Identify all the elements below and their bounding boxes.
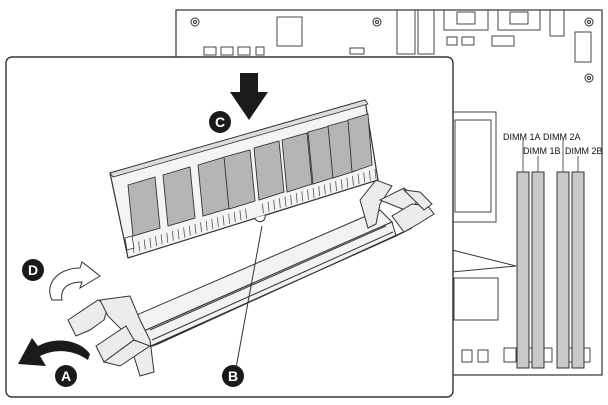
contact-pin bbox=[200, 222, 202, 233]
contact-pin bbox=[188, 225, 191, 236]
contact-pin bbox=[267, 201, 270, 212]
contact-pin bbox=[352, 175, 354, 186]
callout-b: B bbox=[222, 365, 244, 387]
module-notch bbox=[254, 214, 266, 223]
leader-line-b bbox=[235, 225, 263, 369]
contact-pin bbox=[155, 236, 157, 247]
contact-pin bbox=[329, 182, 332, 193]
contact-pin bbox=[228, 213, 231, 224]
board-dimm-slots bbox=[516, 140, 585, 369]
callout-c: C bbox=[209, 111, 231, 133]
board-dimm-slot-1a bbox=[516, 171, 530, 369]
contact-pin bbox=[284, 196, 287, 207]
arrow-down bbox=[230, 73, 268, 120]
contact-pin bbox=[346, 177, 349, 188]
contact-pin bbox=[363, 172, 366, 183]
contact-pin bbox=[239, 210, 242, 221]
contact-pin bbox=[143, 239, 146, 250]
contact-pin bbox=[318, 186, 321, 197]
contact-pin bbox=[183, 227, 186, 238]
contact-pin bbox=[166, 232, 169, 243]
contact-pin bbox=[368, 170, 371, 181]
callout-d: D bbox=[22, 259, 44, 281]
contact-pin bbox=[307, 189, 309, 200]
detail-inset bbox=[5, 56, 454, 398]
label-dimm-1a: DIMM 1A bbox=[503, 132, 541, 142]
contact-pin bbox=[245, 208, 247, 219]
contact-pin bbox=[233, 211, 236, 223]
callout-c-label: C bbox=[215, 114, 225, 130]
contact-pin bbox=[273, 199, 276, 211]
board-dimm-slot-1b bbox=[531, 171, 545, 369]
callout-a: A bbox=[55, 365, 77, 387]
contact-pin bbox=[262, 203, 264, 214]
memory-chips bbox=[127, 113, 373, 237]
contact-pin bbox=[222, 215, 225, 226]
callout-d-label: D bbox=[28, 262, 38, 278]
callout-b-label: B bbox=[228, 368, 238, 384]
contact-pin bbox=[335, 181, 338, 192]
contact-pins bbox=[132, 168, 377, 254]
contact-pin bbox=[340, 179, 343, 190]
label-dimm-2b: DIMM 2B bbox=[565, 146, 603, 156]
label-dimm-2a: DIMM 2A bbox=[543, 132, 581, 142]
contact-pin bbox=[217, 217, 219, 228]
contact-pin bbox=[357, 174, 360, 185]
contact-pin bbox=[138, 241, 141, 252]
arrow-a-curve bbox=[18, 338, 90, 366]
board-dimm-slot-2b bbox=[571, 171, 585, 369]
callout-a-label: A bbox=[61, 368, 71, 384]
contact-pin bbox=[295, 193, 298, 204]
contact-pin bbox=[323, 184, 326, 195]
arrow-d-curve bbox=[49, 261, 101, 301]
dimm-labels: DIMM 1A DIMM 1B DIMM 2A DIMM 2B bbox=[503, 132, 603, 156]
retention-clip-near bbox=[67, 295, 155, 377]
contact-pin bbox=[149, 237, 152, 248]
contact-pin bbox=[211, 218, 214, 229]
contact-pin bbox=[205, 220, 208, 231]
contact-pin bbox=[171, 230, 174, 241]
contact-pin bbox=[301, 191, 304, 202]
contact-pin bbox=[194, 224, 197, 235]
retention-clip-far bbox=[359, 179, 435, 233]
contact-pin bbox=[290, 194, 292, 205]
contact-pin bbox=[312, 187, 315, 198]
board-dimm-slot-2a bbox=[556, 171, 570, 369]
memory-module bbox=[109, 99, 379, 259]
inset-dimm-slot bbox=[124, 209, 413, 351]
contact-pin bbox=[278, 198, 281, 209]
label-dimm-1b: DIMM 1B bbox=[523, 146, 561, 156]
contact-pin bbox=[177, 229, 180, 240]
contact-pin bbox=[160, 234, 163, 245]
mounting-holes bbox=[190, 17, 594, 83]
contact-pin bbox=[374, 168, 377, 180]
